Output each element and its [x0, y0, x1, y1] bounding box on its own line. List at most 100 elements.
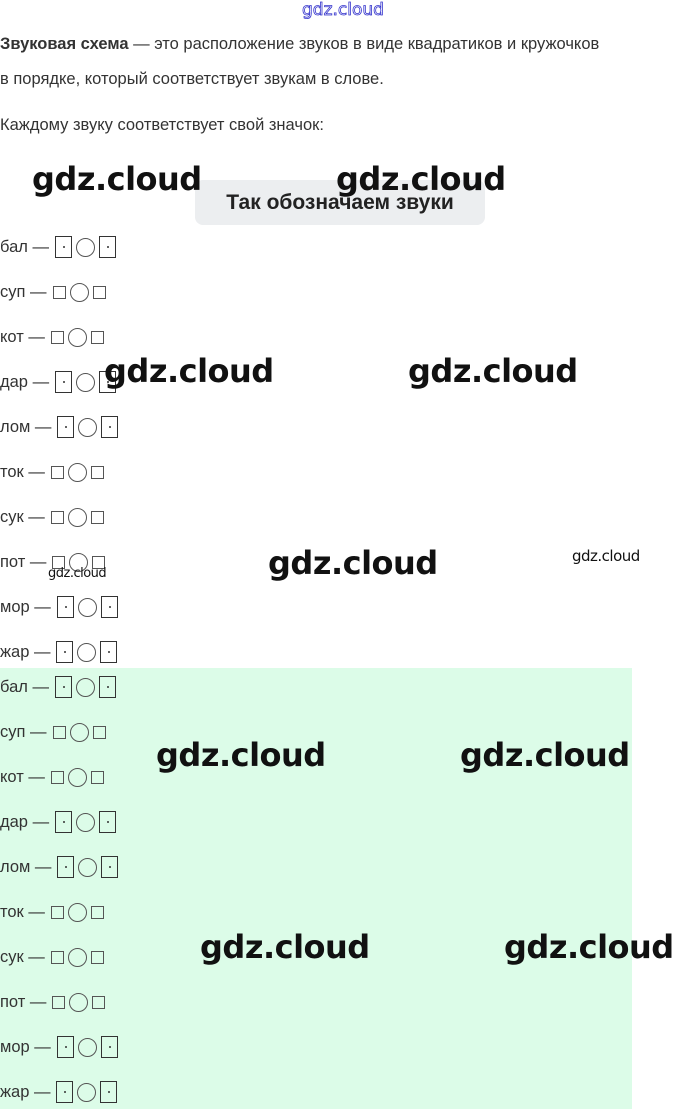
consonant-square-icon	[50, 770, 64, 784]
vowel-circle-icon	[67, 327, 87, 347]
sound-scheme	[50, 327, 104, 347]
vowel-circle-icon	[76, 812, 96, 832]
watermark: gdz.cloud	[572, 547, 640, 565]
consonant-square-icon	[98, 236, 116, 258]
word: ток —	[0, 462, 45, 481]
sound-scheme	[52, 552, 106, 572]
word: кот —	[0, 767, 45, 786]
watermark-top: gdz.cloud	[302, 0, 385, 20]
consonant-square-icon	[52, 995, 66, 1009]
sound-scheme-row: пот —	[0, 549, 106, 575]
vowel-circle-icon	[77, 1082, 97, 1102]
sound-scheme	[50, 462, 104, 482]
word: сук —	[0, 507, 45, 526]
word: жар —	[0, 1082, 51, 1101]
sound-scheme-row: мор —	[0, 594, 118, 620]
watermark: gdz.cloud	[408, 352, 578, 390]
watermark: gdz.cloud	[32, 160, 202, 198]
word: дар —	[0, 372, 50, 391]
sound-scheme-row: дар —	[0, 809, 117, 835]
sound-scheme	[52, 992, 106, 1012]
sound-scheme-row: бал —	[0, 234, 116, 260]
vowel-circle-icon	[69, 722, 89, 742]
sound-scheme	[56, 596, 118, 618]
sound-scheme	[54, 676, 116, 698]
consonant-square-icon	[92, 995, 106, 1009]
sound-scheme-row: ток —	[0, 899, 104, 925]
vowel-circle-icon	[67, 767, 87, 787]
sound-scheme	[56, 1081, 118, 1103]
vowel-circle-icon	[75, 677, 95, 697]
watermark: gdz.cloud	[48, 566, 107, 581]
consonant-square-icon	[92, 725, 106, 739]
consonant-square-icon	[92, 285, 106, 299]
watermark: gdz.cloud	[336, 160, 506, 198]
sound-scheme-row: сук —	[0, 504, 104, 530]
consonant-square-icon	[56, 596, 74, 618]
consonant-square-icon	[98, 676, 116, 698]
vowel-circle-icon	[78, 857, 98, 877]
consonant-square-icon	[57, 856, 75, 878]
consonant-square-icon	[100, 596, 118, 618]
watermark: gdz.cloud	[268, 544, 438, 582]
sound-scheme	[50, 767, 104, 787]
vowel-circle-icon	[77, 1037, 97, 1057]
sound-scheme-row: бал —	[0, 674, 116, 700]
sound-scheme-row: дар —	[0, 369, 117, 395]
consonant-square-icon	[90, 465, 104, 479]
consonant-square-icon	[54, 236, 72, 258]
vowel-circle-icon	[69, 282, 89, 302]
sound-scheme	[55, 371, 117, 393]
vowel-circle-icon	[69, 552, 89, 572]
watermark: gdz.cloud	[104, 352, 274, 390]
definition-line-1: Звуковая схема — это расположение звуков…	[0, 35, 599, 54]
sound-scheme	[50, 507, 104, 527]
sound-scheme-row: суп —	[0, 279, 106, 305]
word: суп —	[0, 282, 47, 301]
word: сук —	[0, 947, 45, 966]
sound-scheme-row: пот —	[0, 989, 106, 1015]
word: пот —	[0, 552, 47, 571]
consonant-square-icon	[50, 465, 64, 479]
sound-scheme-row: жар —	[0, 639, 118, 665]
consonant-square-icon	[90, 770, 104, 784]
sound-scheme	[55, 811, 117, 833]
vowel-circle-icon	[75, 237, 95, 257]
consonant-square-icon	[101, 856, 119, 878]
word: лом —	[0, 857, 52, 876]
consonant-square-icon	[56, 641, 74, 663]
vowel-circle-icon	[67, 507, 87, 527]
consonant-square-icon	[99, 811, 117, 833]
word: кот —	[0, 327, 45, 346]
definition: — это расположение звуков в виде квадрат…	[128, 35, 600, 53]
answer-block	[0, 668, 632, 1109]
word: бал —	[0, 677, 49, 696]
term: Звуковая схема	[0, 35, 129, 53]
sound-scheme	[57, 416, 119, 438]
sound-scheme-row: лом —	[0, 854, 119, 880]
word: мор —	[0, 597, 51, 616]
vowel-circle-icon	[69, 992, 89, 1012]
vowel-circle-icon	[78, 417, 98, 437]
instruction: Каждому звуку соответствует свой значок:	[0, 116, 324, 134]
consonant-square-icon	[100, 1036, 118, 1058]
sound-scheme-row: суп —	[0, 719, 106, 745]
definition-line-2: в порядке, который соответствует звукам …	[0, 70, 384, 88]
vowel-circle-icon	[67, 947, 87, 967]
consonant-square-icon	[52, 555, 66, 569]
sound-scheme-row: сук —	[0, 944, 104, 970]
word: суп —	[0, 722, 47, 741]
consonant-square-icon	[54, 676, 72, 698]
watermark: gdz.cloud	[200, 928, 370, 966]
sound-legend-button[interactable]: Так обозначаем звуки	[195, 180, 485, 225]
watermark: gdz.cloud	[460, 736, 630, 774]
word: пот —	[0, 992, 47, 1011]
sound-scheme-row: жар —	[0, 1079, 118, 1105]
sound-scheme	[57, 856, 119, 878]
vowel-circle-icon	[77, 642, 97, 662]
consonant-square-icon	[100, 641, 118, 663]
consonant-square-icon	[52, 725, 66, 739]
sound-scheme	[52, 722, 106, 742]
consonant-square-icon	[90, 510, 104, 524]
consonant-square-icon	[56, 1081, 74, 1103]
